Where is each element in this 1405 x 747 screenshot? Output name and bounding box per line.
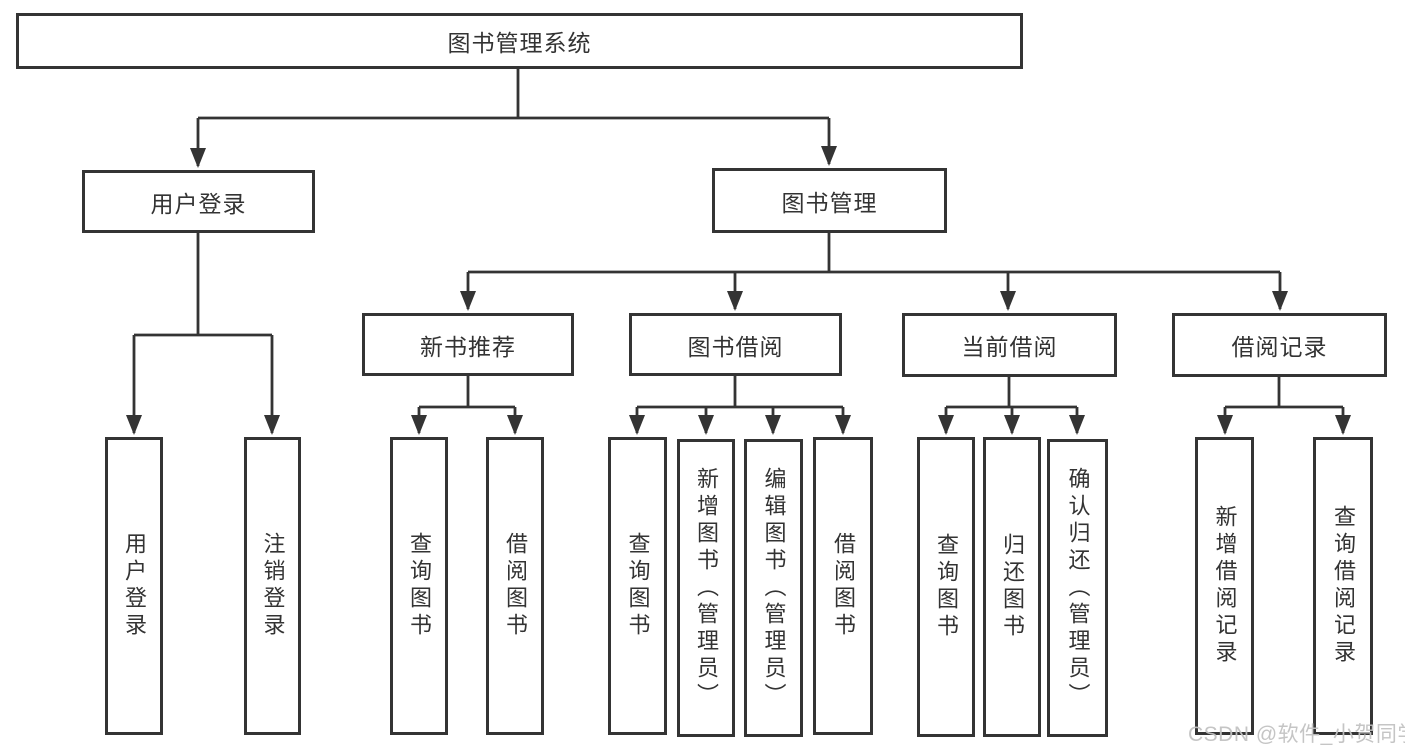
leaf-query-books-borrow: 查询图书 (608, 437, 667, 735)
leaf-add-books-admin: 新增图书（管理员） (677, 439, 735, 737)
leaf-user-login: 用户登录 (105, 437, 163, 735)
leaf-add-borrow-record: 新增借阅记录 (1195, 437, 1254, 735)
leaf-borrow-books: 借阅图书 (813, 437, 873, 735)
leaf-confirm-return-admin: 确认归还（管理员） (1047, 439, 1108, 737)
leaf-return-books: 归还图书 (983, 437, 1041, 737)
node-book-borrow: 图书借阅 (629, 313, 842, 376)
leaf-query-borrow-record: 查询借阅记录 (1313, 437, 1373, 735)
leaf-logout: 注销登录 (244, 437, 301, 735)
leaf-query-books-recommend: 查询图书 (390, 437, 448, 735)
leaf-borrow-books-recommend: 借阅图书 (486, 437, 544, 735)
node-borrow-records: 借阅记录 (1172, 313, 1387, 377)
watermark-text: CSDN @软件_小贺同学 (1188, 723, 1405, 746)
leaf-edit-books-admin: 编辑图书（管理员） (744, 439, 803, 737)
node-current-borrow: 当前借阅 (902, 313, 1117, 377)
node-book-management: 图书管理 (712, 168, 947, 233)
leaf-query-books-current: 查询图书 (917, 437, 975, 737)
node-new-book-recommend: 新书推荐 (362, 313, 574, 376)
node-root-system: 图书管理系统 (16, 13, 1023, 69)
node-user-login: 用户登录 (82, 170, 315, 233)
